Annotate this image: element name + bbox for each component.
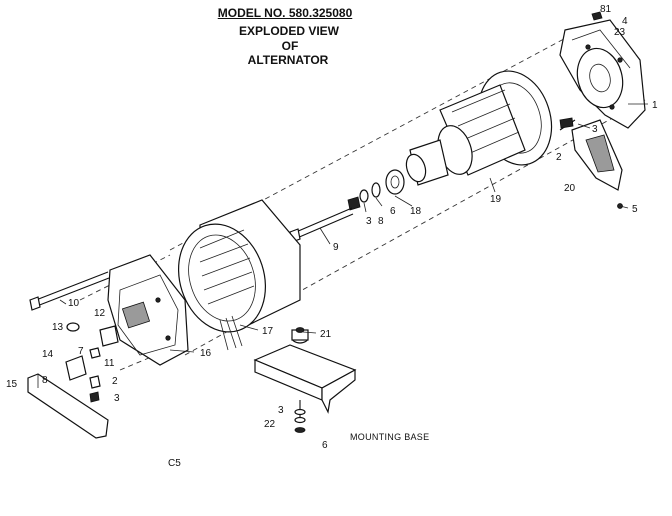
- callout-21: 21: [320, 329, 332, 340]
- callout-13: 13: [52, 322, 64, 333]
- diagram-title-line2: OF: [281, 39, 299, 53]
- figure-code: C5: [168, 458, 181, 469]
- callout-12: 12: [94, 308, 106, 319]
- callout-3-left: 3: [114, 393, 120, 404]
- callout-7: 7: [78, 346, 84, 357]
- bearing-and-washers: [347, 169, 405, 211]
- callout-10: 10: [68, 298, 80, 309]
- callout-8-top: 8: [378, 216, 384, 227]
- rotor-assembly: [405, 70, 553, 186]
- leader-lines: [59, 103, 648, 353]
- thru-bolt-10: [29, 271, 110, 311]
- callout-4: 4: [622, 16, 628, 27]
- front-end-plate: [107, 254, 189, 366]
- callout-6-top: 6: [390, 206, 396, 217]
- callout-22: 22: [264, 419, 276, 430]
- bracket-15: [27, 373, 109, 439]
- thru-bolt-9: [289, 207, 354, 243]
- mounting-base-label: MOUNTING BASE: [350, 432, 429, 442]
- callout-23: 23: [614, 27, 626, 38]
- diagram-title-line1: EXPLODED VIEW: [238, 24, 339, 38]
- small-hardware-parts: [65, 322, 119, 403]
- callout-3-bottom: 3: [278, 405, 284, 416]
- end-bell-housing: [559, 19, 646, 129]
- callout-17: 17: [262, 326, 274, 337]
- diagram-title-line3: ALTERNATOR: [247, 53, 329, 67]
- callout-18: 18: [410, 206, 422, 217]
- callout-11: 11: [104, 358, 115, 369]
- callout-8-left: 8: [42, 375, 48, 386]
- callout-2-right: 2: [556, 152, 562, 163]
- callout-20: 20: [564, 183, 576, 194]
- callout-16: 16: [200, 348, 212, 359]
- callout-5: 5: [632, 204, 638, 215]
- model-number-title: MODEL NO. 580.325080: [217, 6, 353, 20]
- screw-3-right: [559, 117, 574, 129]
- mounting-base: [253, 327, 357, 433]
- callout-3-right: 3: [592, 124, 598, 135]
- callout-6-bottom: 6: [322, 440, 328, 451]
- callout-14: 14: [42, 349, 54, 360]
- callout-9: 9: [333, 242, 339, 253]
- callout-15: 15: [6, 379, 18, 390]
- callout-19: 19: [490, 194, 502, 205]
- stator-assembly: [177, 199, 301, 351]
- callout-81: 81: [600, 4, 612, 15]
- brush-holder: [559, 119, 623, 209]
- screw-4: [591, 11, 603, 21]
- callout-2-left: 2: [112, 376, 118, 387]
- callout-1: 1: [652, 100, 658, 111]
- callout-3-top: 3: [366, 216, 372, 227]
